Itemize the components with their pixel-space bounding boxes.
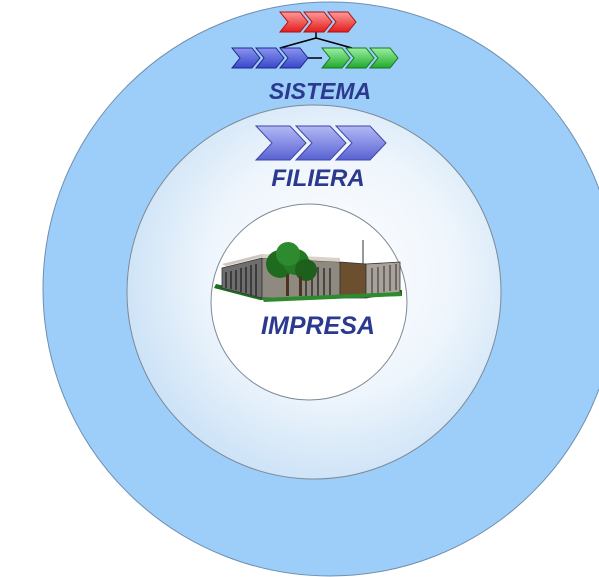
factory-building-icon xyxy=(214,240,402,302)
impresa-label: IMPRESA xyxy=(261,312,375,340)
supply-chain-chevrons-icon xyxy=(254,125,387,161)
process-network-icon xyxy=(230,11,399,69)
impresa-circle xyxy=(210,203,408,401)
sistema-label: SISTEMA xyxy=(269,78,371,104)
filiera-label: FILIERA xyxy=(271,165,364,192)
